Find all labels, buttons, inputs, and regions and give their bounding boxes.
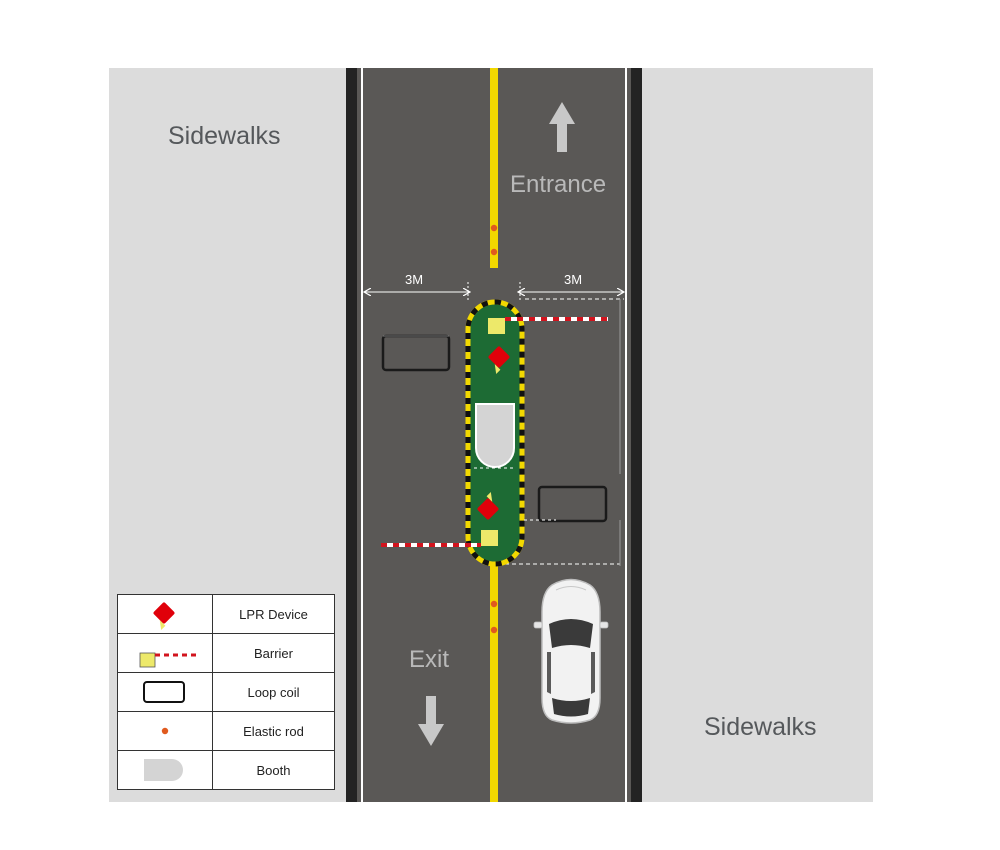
barrier-icon (139, 652, 198, 668)
sidewalk-right (640, 68, 873, 802)
legend-label-barrier: Barrier (212, 633, 335, 673)
loop-coil-icon (143, 681, 185, 703)
legend-symbol (117, 750, 213, 790)
island-hazard-stripes (465, 299, 525, 567)
legend-label-loop-coil: Loop coil (212, 672, 335, 712)
legend-label-booth: Booth (212, 750, 335, 790)
barrier-box (488, 318, 505, 334)
arrow-down-icon (418, 696, 444, 746)
dimension-label-right: 3M (564, 272, 583, 287)
entrance-label: Entrance (510, 171, 607, 198)
legend-row: Booth (117, 750, 335, 790)
legend-row: LPR Device (117, 594, 335, 634)
barrier-box (481, 530, 498, 546)
legend-symbol (117, 594, 213, 634)
center-line-top (490, 68, 498, 268)
legend-symbol (117, 711, 213, 751)
legend-row: Barrier (117, 633, 335, 673)
legend-row: Loop coil (117, 672, 335, 712)
booth-icon (144, 759, 183, 781)
legend-row: Elastic rod (117, 711, 335, 751)
elastic-rod-icon (161, 727, 169, 735)
exit-label: Exit (409, 646, 450, 673)
curb-right (631, 68, 642, 802)
sidewalk-label-right: Sidewalks (704, 713, 817, 741)
booth (475, 403, 515, 468)
legend-symbol (117, 633, 213, 673)
dimension-label-left: 3M (405, 272, 424, 287)
elastic-rod (490, 248, 498, 256)
arrow-up-icon (549, 102, 575, 152)
car-icon (533, 578, 609, 724)
lpr-device-icon (153, 602, 175, 630)
legend-label-elastic-rod: Elastic rod (212, 711, 335, 751)
elastic-rod (490, 600, 498, 608)
loop-coil-entrance (537, 485, 608, 523)
legend: LPR Device Barrier Loop coil Elastic rod (117, 594, 335, 790)
elastic-rod (490, 626, 498, 634)
loop-coil-exit (381, 334, 451, 372)
legend-label-lpr: LPR Device (212, 594, 335, 634)
center-line-bottom (490, 560, 498, 802)
curb-left (346, 68, 357, 802)
lpr-device-icon (477, 492, 499, 520)
elastic-rod (490, 224, 498, 232)
legend-symbol (117, 672, 213, 712)
lpr-device-icon (488, 346, 510, 374)
sidewalk-label-left: Sidewalks (168, 122, 281, 150)
